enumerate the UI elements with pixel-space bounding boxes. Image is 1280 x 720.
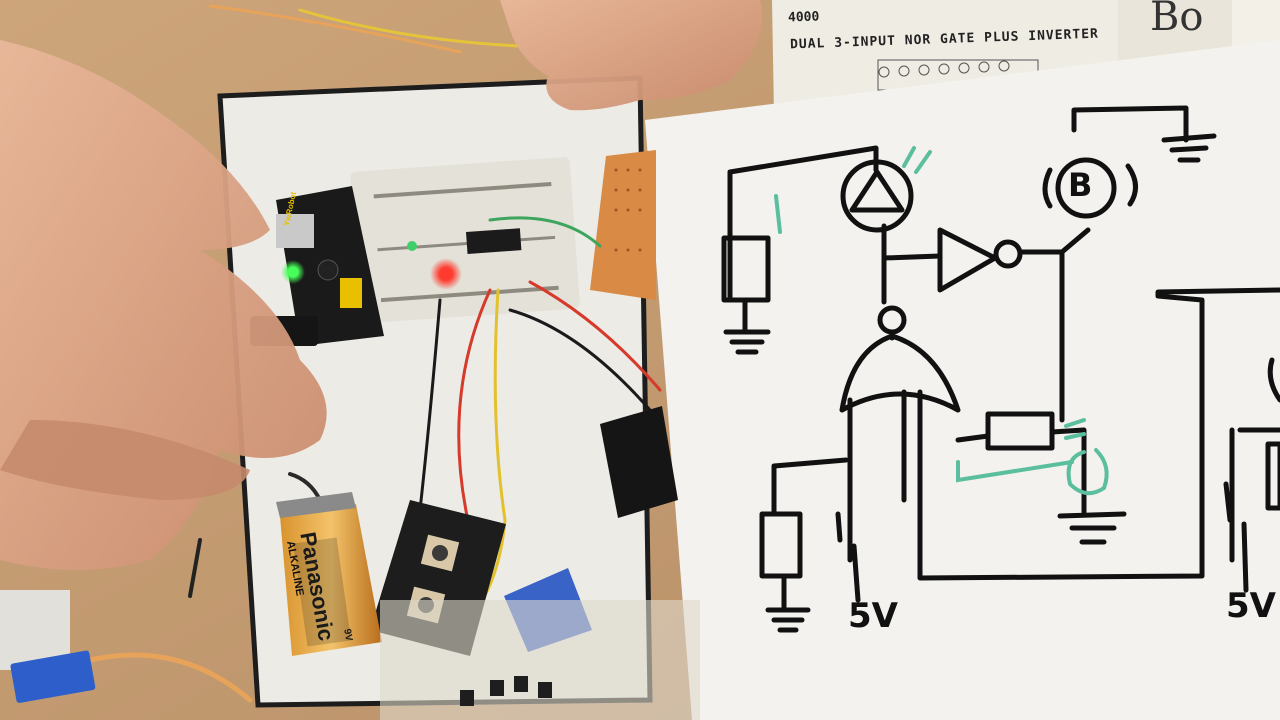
sensor-module — [10, 650, 96, 703]
datasheet-pins — [878, 60, 1010, 78]
schematic-voltage-label-right: 5V — [1226, 586, 1276, 626]
battery-top — [276, 492, 356, 518]
psu-capacitor — [317, 259, 339, 281]
psu-header — [340, 278, 362, 308]
battery-label-band — [292, 537, 352, 647]
tray-components — [460, 676, 552, 706]
breadboard — [350, 157, 580, 324]
right-hand — [500, 0, 762, 111]
ic-chip — [466, 228, 522, 254]
book-page — [1232, 0, 1280, 48]
red-led — [440, 268, 452, 280]
battery — [280, 504, 382, 656]
mini-breadboard — [600, 406, 678, 518]
schematic-drawing — [721, 105, 1280, 633]
datasheet-number: 4000 — [787, 9, 820, 26]
perfboard-holes — [614, 168, 642, 252]
book-spine-text: Bo — [1150, 0, 1204, 40]
parts-tray — [380, 600, 700, 720]
push-button-1-cap — [432, 545, 448, 561]
wires — [87, 4, 662, 703]
board-green-led — [407, 241, 417, 251]
schematic-voltage-label-left: 5V — [848, 596, 898, 636]
usb-port — [276, 214, 314, 248]
left-hand-finger — [0, 420, 250, 500]
schematic-buzzer-letter: B — [1068, 166, 1093, 204]
perfboard — [590, 150, 656, 300]
battery-voltage: 9V — [341, 628, 355, 642]
schematic-paper — [645, 40, 1280, 720]
schematic-teal-marks — [774, 146, 1109, 496]
green-led — [289, 268, 297, 276]
